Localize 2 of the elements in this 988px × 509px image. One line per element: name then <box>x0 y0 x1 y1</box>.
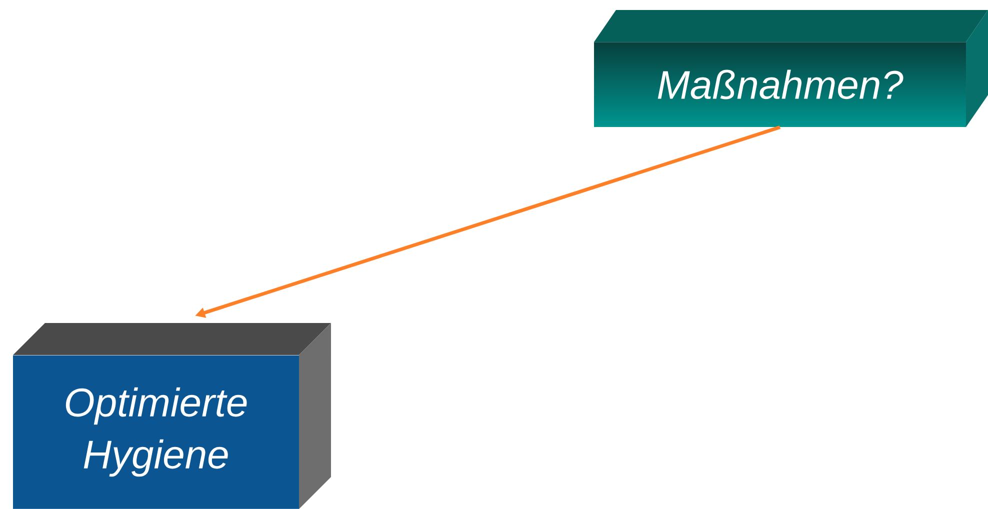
box-3d: Maßnahmen? <box>594 10 988 127</box>
box-3d: Optimierte Hygiene <box>13 323 331 509</box>
